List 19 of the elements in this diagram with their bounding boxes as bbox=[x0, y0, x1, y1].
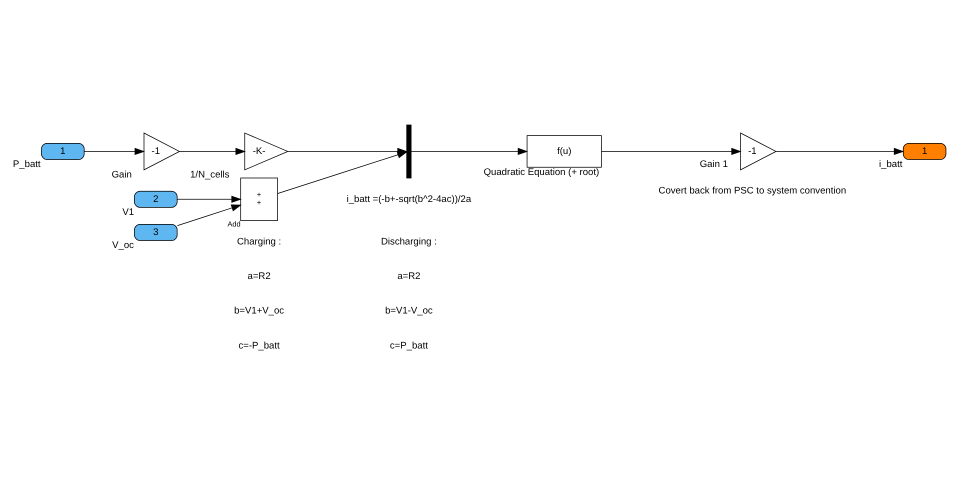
label: b=V1+V_oc bbox=[234, 306, 284, 317]
node-label: P_batt bbox=[12, 159, 41, 170]
label: a=R2 bbox=[248, 271, 271, 282]
node-label: Add bbox=[228, 220, 241, 229]
label: b=V1-V_oc bbox=[385, 306, 433, 317]
node-label: 1/N_cells bbox=[190, 170, 230, 181]
node-label: V_oc bbox=[112, 240, 134, 252]
label: a=R2 bbox=[397, 271, 420, 282]
node-label: V1 bbox=[122, 207, 134, 218]
node-label: Gain 1 bbox=[700, 159, 728, 170]
node-label: Gain bbox=[112, 170, 132, 181]
label: Discharging : bbox=[381, 236, 437, 248]
node-label: Quadratic Equation (+ root) bbox=[484, 166, 600, 178]
label: i_batt =(-b+-sqrt(b^2-4ac))/2a bbox=[346, 194, 472, 205]
label: Charging : bbox=[237, 236, 282, 248]
label: c=P_batt bbox=[390, 340, 428, 352]
node-label: i_batt bbox=[879, 159, 902, 170]
label: Covert back from PSC to system convention bbox=[658, 186, 846, 197]
label: c=-P_batt bbox=[238, 340, 280, 352]
